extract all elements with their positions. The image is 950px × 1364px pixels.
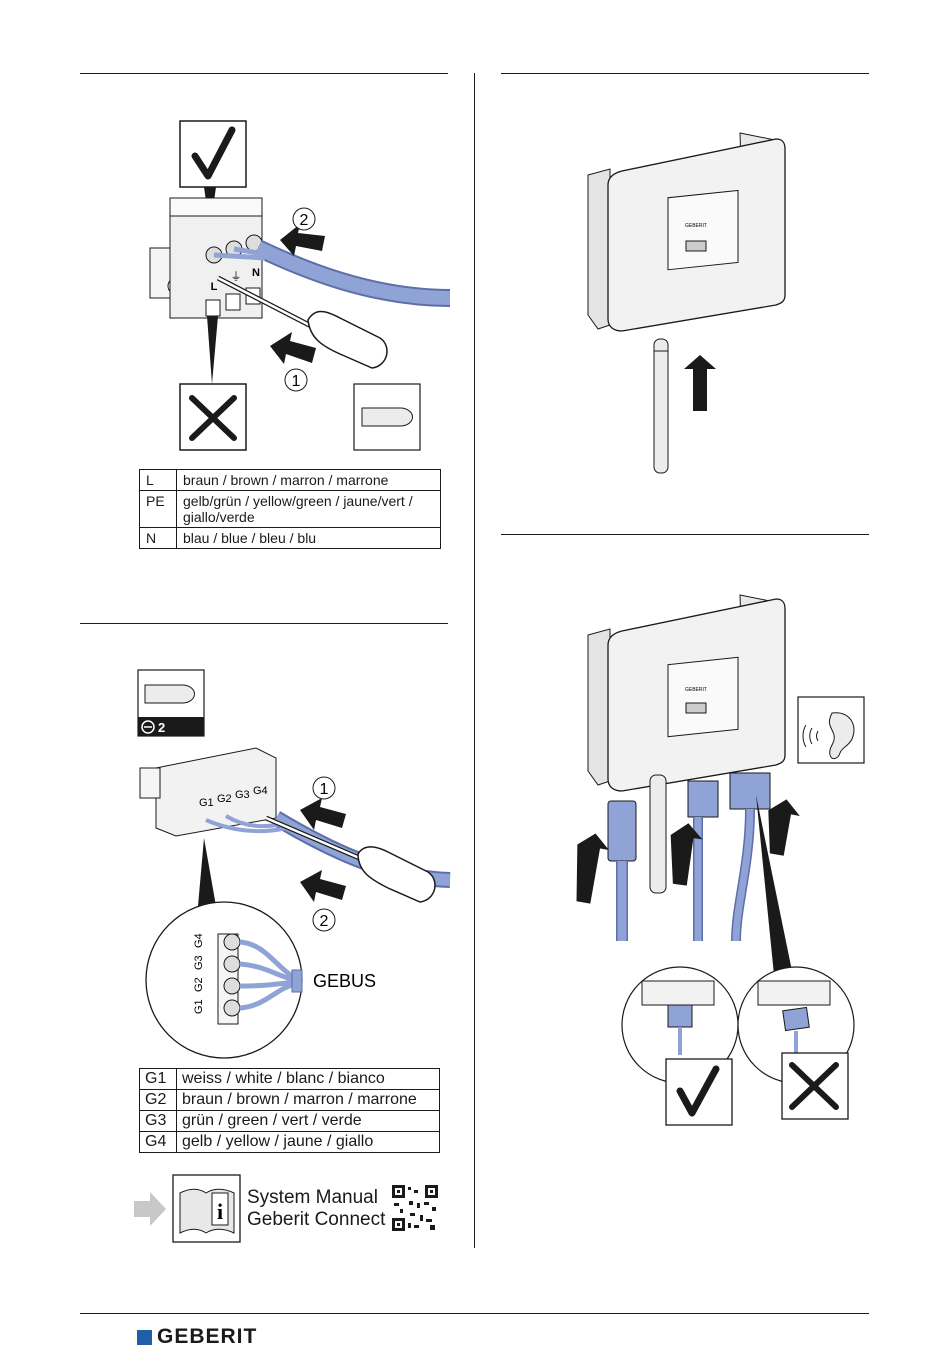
table-row: G1 weiss / white / blanc / bianco [139, 1068, 440, 1090]
screwdriver-handle [307, 310, 388, 369]
cross-icon [189, 395, 237, 441]
three-pin-arrow [670, 823, 703, 886]
cross-icon [789, 1062, 839, 1110]
network-plug-arrow [576, 833, 609, 904]
four-pin-arrow [768, 799, 800, 856]
column-divider [474, 73, 475, 1248]
network-plug [607, 800, 637, 862]
geberit-logo: GEBERIT [137, 1325, 257, 1349]
ear-icon [828, 712, 855, 760]
screwdriver-handle [357, 846, 436, 903]
terminal-g3: G3 [235, 789, 250, 801]
table-row: G3 grün / green / vert / verde [139, 1110, 440, 1132]
connector-illustration: GEBERIT [576, 594, 865, 1126]
gebus-code: G1 [139, 1068, 177, 1090]
footer-rule [80, 1313, 869, 1314]
section-rule-middle-right [501, 534, 869, 535]
mains-wiring-table: L braun / brown / marron / marrone PE ge… [139, 469, 441, 549]
four-pin-connector [729, 772, 771, 810]
detail-terminal-g1: G1 [193, 999, 205, 1014]
callout-step-1: 1 [292, 373, 301, 390]
terminal-g1: G1 [199, 797, 214, 809]
detail-terminal-g4: G4 [193, 933, 205, 948]
insert-cable-arrow [300, 870, 346, 902]
gebus-terminal-illustration: 2 G1 G2 G3 G4 1 2 G1 G2 G3 G4 GEBUS [137, 669, 451, 1059]
check-icon [676, 1065, 720, 1117]
section-rule-top-left [80, 73, 448, 74]
gebus-description: gelb / yellow / jaune / giallo [176, 1131, 440, 1153]
check-icon [191, 126, 236, 180]
gebus-wiring-table: G1 weiss / white / blanc / bianco G2 bra… [139, 1068, 440, 1153]
wire-description-line2: giallo/verde [183, 509, 255, 525]
table-row: L braun / brown / marron / marrone [139, 469, 441, 491]
wire-code: PE [139, 490, 177, 528]
screwdriver-size: 2 [158, 720, 165, 735]
wire-code: N [139, 527, 177, 549]
flat-blade-icon [144, 684, 195, 704]
callout-step-2: 2 [320, 913, 329, 930]
antenna [653, 338, 669, 474]
device-brand: GEBERIT [685, 223, 707, 229]
insert-screwdriver-arrow [270, 332, 316, 364]
table-row: PE gelb/grün / yellow/green / jaune/vert… [139, 490, 441, 528]
gebus-code: G2 [139, 1089, 177, 1111]
logo-square-icon [137, 1329, 152, 1345]
table-row: N blau / blue / bleu / blu [139, 527, 441, 549]
manual-reference-text: System Manual Geberit Connect [247, 1187, 385, 1231]
terminal-label-l: L [211, 281, 218, 293]
correct-box [179, 120, 247, 188]
terminal-label-pe: ⏚ [231, 270, 242, 283]
correct-box [665, 1058, 733, 1126]
flat-blade-icon [361, 407, 413, 427]
table-row: G4 gelb / yellow / jaune / giallo [139, 1131, 440, 1153]
section-rule-top-right [501, 73, 869, 74]
svg-text:i: i [217, 1199, 223, 1224]
insert-screwdriver-arrow [300, 798, 346, 830]
wire-description-line1: gelb/grün / yellow/green / jaune/vert / [183, 493, 413, 509]
device-brand: GEBERIT [685, 687, 707, 693]
manual-title-line1: System Manual [247, 1187, 378, 1208]
insert-cable-arrow [280, 224, 325, 256]
wire-description: gelb/grün / yellow/green / jaune/vert /g… [176, 490, 441, 528]
callout-step-1: 1 [320, 781, 329, 798]
gebus-label: GEBUS [313, 971, 376, 991]
terminal-g2: G2 [217, 793, 232, 805]
gebus-code: G3 [139, 1110, 177, 1132]
terminal-label-n: N [252, 267, 260, 279]
mains-terminal-illustration: L ⏚ N 2 1 [149, 120, 451, 451]
gebus-code: G4 [139, 1131, 177, 1153]
qr-code [392, 1185, 438, 1231]
manual-reference-graphic: i [134, 1174, 438, 1243]
three-pin-connector [687, 780, 719, 818]
detail-terminal-g2: G2 [193, 977, 205, 992]
gebus-description: weiss / white / blanc / bianco [176, 1068, 440, 1090]
section-rule-middle-left [80, 623, 448, 624]
gebus-description: grün / green / vert / verde [176, 1110, 440, 1132]
wire-description: braun / brown / marron / marrone [176, 469, 441, 491]
terminal-g4: G4 [253, 785, 268, 797]
detail-terminal-g3: G3 [193, 955, 205, 970]
manual-title-line2: Geberit Connect [247, 1209, 386, 1230]
antenna-insert-arrow [684, 355, 716, 411]
logo-text: GEBERIT [157, 1325, 258, 1348]
antenna-mount-illustration: GEBERIT [587, 132, 786, 474]
arrow-right-icon [134, 1192, 166, 1226]
gebus-description: braun / brown / marron / marrone [176, 1089, 440, 1111]
callout-step-2: 2 [300, 212, 309, 229]
wire-code: L [139, 469, 177, 491]
table-row: G2 braun / brown / marron / marrone [139, 1089, 440, 1111]
wire-description: blau / blue / bleu / blu [176, 527, 441, 549]
